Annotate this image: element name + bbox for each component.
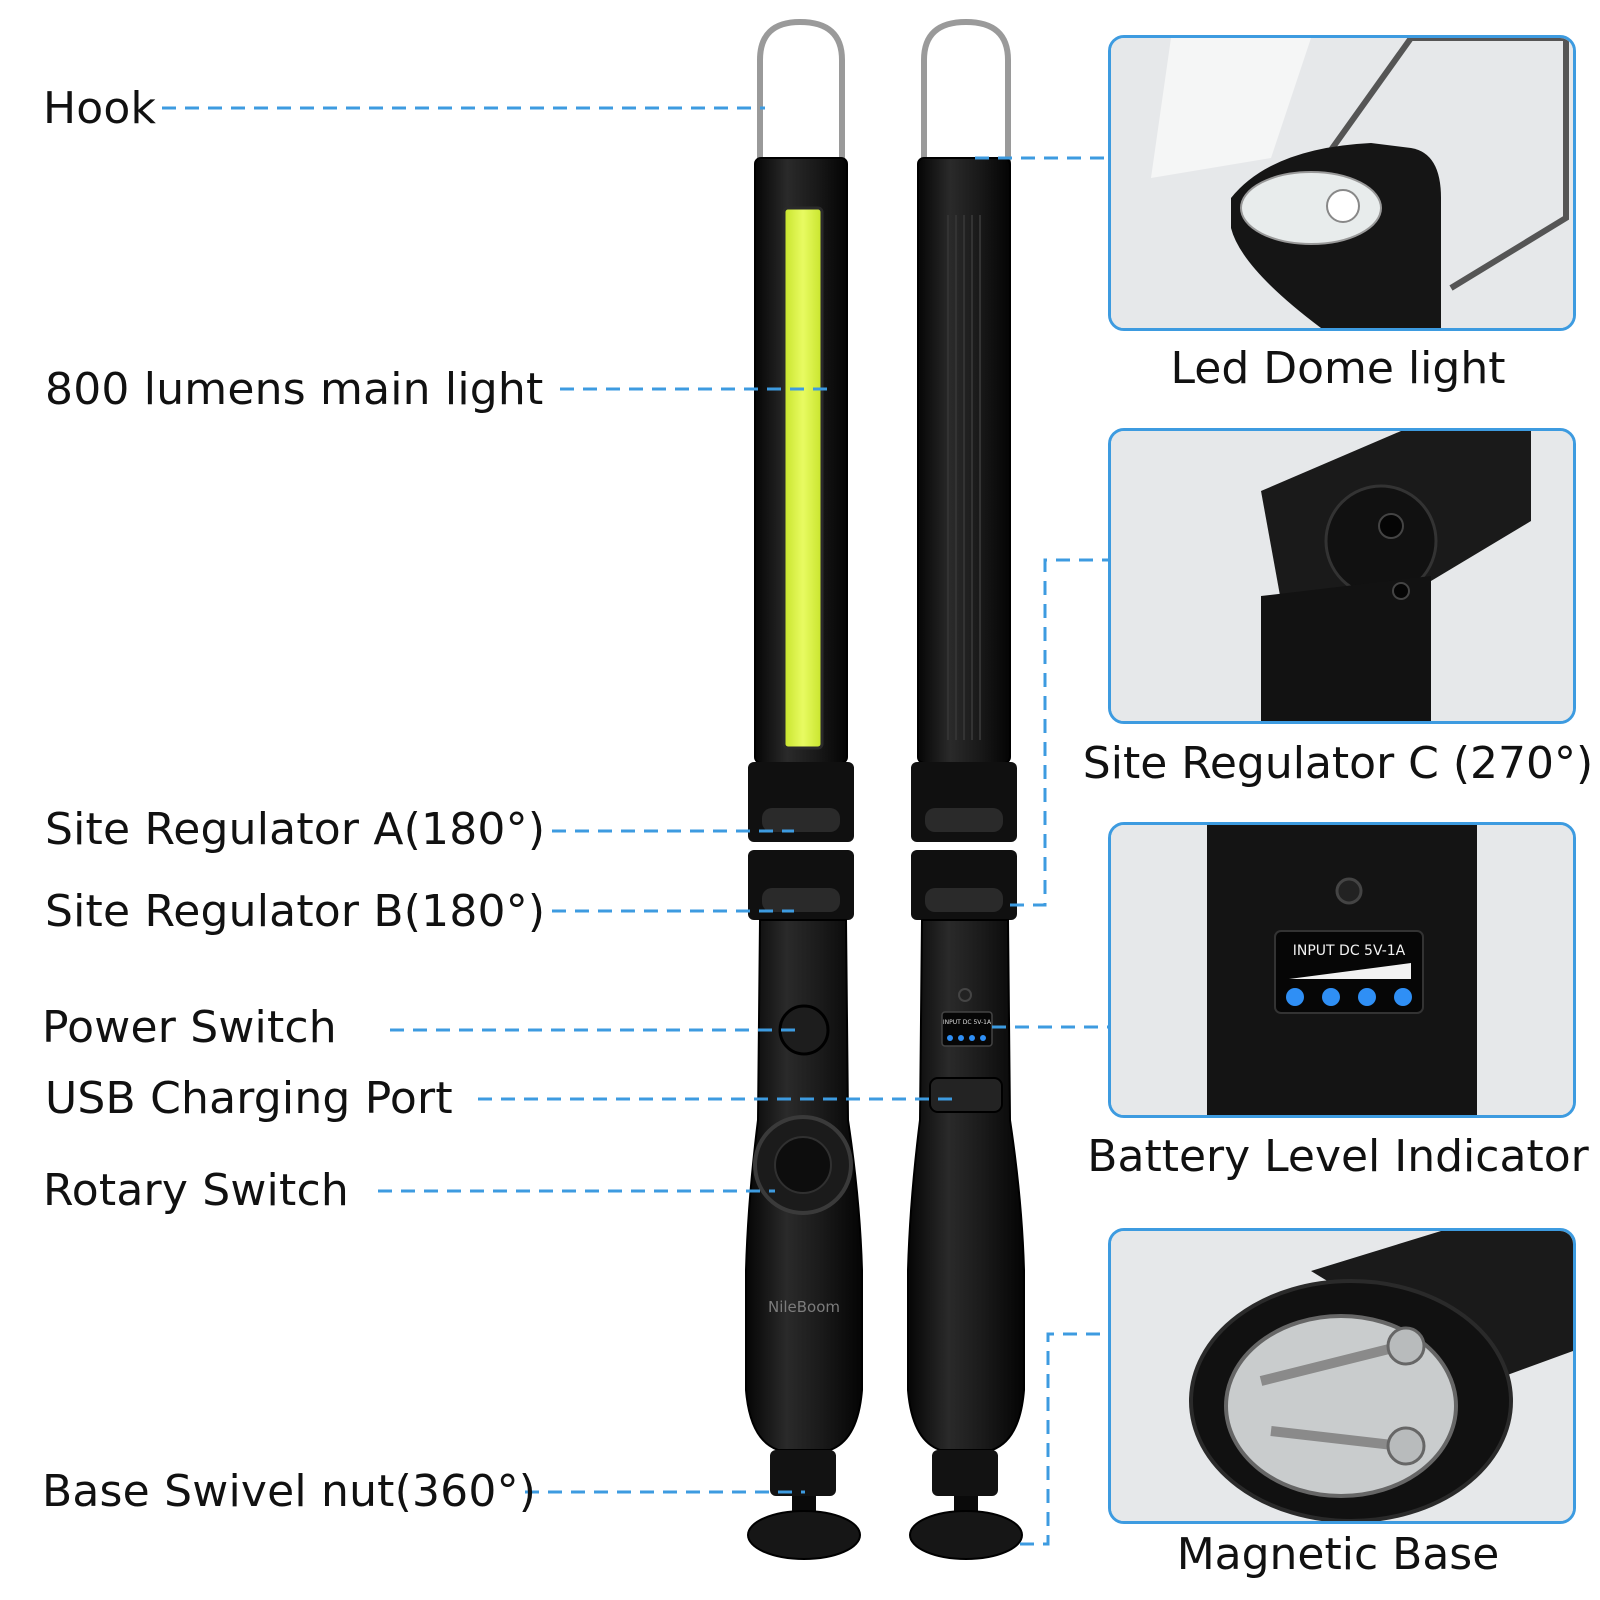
caption-battery-indicator: Battery Level Indicator: [1087, 1131, 1589, 1182]
caption-led-dome-light: Led Dome light: [1170, 343, 1506, 394]
usb-port-cover: [929, 1077, 1003, 1113]
back-base-nut: [932, 1450, 998, 1496]
panel-site-regulator-c: [1108, 428, 1576, 724]
label-power-switch: Power Switch: [42, 1002, 337, 1053]
battery-level-led: [1322, 988, 1340, 1006]
battery-level-led: [1286, 988, 1304, 1006]
heat-sink-ribs: [947, 215, 981, 740]
battery-display-text: INPUT DC 5V-1A: [943, 1019, 992, 1026]
hook-front: [757, 18, 845, 205]
front-torch: NileBoom: [745, 18, 863, 1560]
caption-site-regulator-c: Site Regulator C (270°): [1082, 738, 1594, 789]
label-usb-port: USB Charging Port: [45, 1073, 453, 1124]
back-magnetic-foot: [909, 1510, 1023, 1560]
regulator-c-knuckle-a: [925, 808, 1003, 832]
leader-regulator-c: [1010, 558, 1108, 907]
battery-indicator-photo: INPUT DC 5V-1A: [1111, 825, 1573, 1115]
regulator-c-handle: [1261, 576, 1431, 721]
indicator-hole: [958, 988, 972, 1002]
back-torch: INPUT DC 5V-1A: [907, 18, 1025, 1560]
regulator-c-knuckle-b: [925, 888, 1003, 912]
panel-magnetic-base: [1108, 1228, 1576, 1524]
panel-led-dome-light: [1108, 35, 1576, 331]
front-base-nut: [770, 1450, 836, 1496]
battery-level-leds: [1286, 988, 1412, 1006]
cob-led-strip: [782, 206, 824, 750]
label-regulator-b: Site Regulator B(180°): [45, 886, 546, 937]
front-magnetic-foot: [747, 1510, 861, 1560]
battery-display: [941, 1011, 993, 1047]
battery-level-led: [947, 1035, 953, 1041]
battery-level-led: [1358, 988, 1376, 1006]
battery-screen-text: INPUT DC 5V-1A: [1293, 943, 1406, 959]
hook-back: [921, 18, 1011, 205]
rotary-switch-center: [774, 1136, 832, 1194]
magnetic-base-photo: [1111, 1231, 1573, 1521]
panel-battery-indicator: INPUT DC 5V-1A: [1108, 822, 1576, 1118]
dome-light-photo: [1111, 38, 1573, 328]
brand-logo: NileBoom: [768, 1298, 840, 1316]
label-hook: Hook: [43, 83, 157, 134]
label-regulator-a: Site Regulator A(180°): [45, 804, 546, 855]
regulator-a-knuckle: [762, 808, 840, 832]
dome-led: [1326, 189, 1360, 223]
battery-level-led: [958, 1035, 964, 1041]
caption-magnetic-base: Magnetic Base: [1176, 1529, 1500, 1580]
label-base-swivel: Base Swivel nut(360°): [42, 1466, 537, 1517]
battery-level-leds-small: [947, 1035, 986, 1041]
label-main-light: 800 lumens main light: [45, 364, 544, 415]
battery-level-led: [980, 1035, 986, 1041]
regulator-c-photo: [1111, 431, 1573, 721]
battery-level-led: [1394, 988, 1412, 1006]
label-rotary-switch: Rotary Switch: [43, 1165, 349, 1216]
leader-magnetic-base: [1020, 1332, 1108, 1546]
regulator-b-knuckle: [762, 888, 840, 912]
battery-level-led: [969, 1035, 975, 1041]
power-switch-button: [778, 1004, 830, 1056]
